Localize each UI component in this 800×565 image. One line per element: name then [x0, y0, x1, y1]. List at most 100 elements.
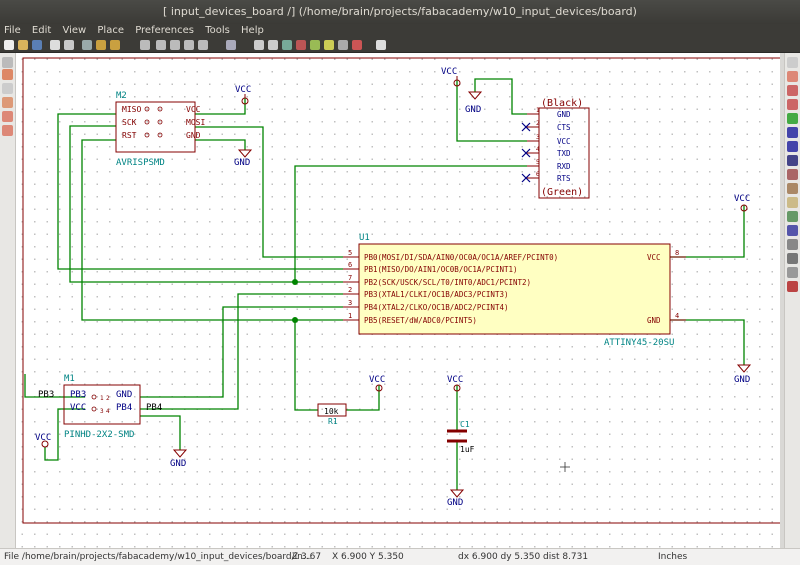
zoom-out-icon[interactable]: [170, 40, 180, 50]
pcbnew-icon[interactable]: [352, 40, 362, 50]
open-icon[interactable]: [18, 40, 28, 50]
u1-pin-vcc: VCC: [647, 253, 661, 262]
vcc-label: VCC: [734, 194, 750, 204]
m2-pin-gnd: GND: [186, 131, 201, 140]
status-bar: File /home/brain/projects/fabacademy/w10…: [0, 548, 800, 565]
zoom-refresh-icon[interactable]: [184, 40, 194, 50]
m1-pin-pb3: PB3: [70, 390, 86, 400]
u1-chip: U1 ATTINY45-20SU 5 6 7 2 3 1 PB0(MOSI/DI…: [343, 233, 686, 348]
ftdi-pin-txd: TXD: [557, 149, 571, 158]
save-icon[interactable]: [32, 40, 42, 50]
m1-ref: M1: [64, 374, 75, 384]
u1-pin-pb0: PB0(MOSI/DI/SDA/AIN0/OC0A/OC1A/AREF/PCIN…: [364, 253, 558, 262]
m2-pin-sck: SCK: [122, 118, 137, 127]
crosshair-cursor: [560, 462, 570, 472]
m1-pin-num: 3: [100, 408, 104, 415]
back-icon[interactable]: [376, 40, 386, 50]
print-icon[interactable]: [82, 40, 92, 50]
menu-view[interactable]: View: [62, 25, 87, 36]
zoom-in-icon[interactable]: [156, 40, 166, 50]
r1-value: 10k: [324, 407, 339, 416]
ftdi-top-label: (Black): [541, 98, 583, 109]
ftdi-pin-num: 3: [536, 134, 540, 141]
grid-icon[interactable]: [2, 57, 13, 68]
m1-pin-num: 4: [106, 408, 110, 415]
hier-label-icon[interactable]: [787, 183, 798, 194]
browse-icon[interactable]: [268, 40, 278, 50]
sheet-icon[interactable]: [787, 197, 798, 208]
paste-icon[interactable]: [64, 40, 74, 50]
vertical-scrollbar[interactable]: [780, 53, 784, 548]
bus-icon[interactable]: [787, 127, 798, 138]
u1-pin-num: 7: [348, 274, 352, 282]
hierarchy-icon[interactable]: [226, 40, 236, 50]
label-icon[interactable]: [787, 155, 798, 166]
component-icon[interactable]: [787, 85, 798, 96]
netlist-icon[interactable]: [310, 40, 320, 50]
ftdi-pin-num: 5: [536, 159, 540, 166]
sheet-icon[interactable]: [50, 40, 60, 50]
m1-pin-num: 2: [106, 395, 110, 402]
mm-icon[interactable]: [2, 83, 13, 94]
hidden-pins-icon[interactable]: [2, 111, 13, 122]
text-icon[interactable]: [787, 239, 798, 250]
gnd-label: GND: [465, 105, 481, 115]
u1-pin-num: 6: [348, 261, 352, 269]
schematic-canvas[interactable]: M2 AVRISPSMD MISO SCK RST VCC MOSI GND U…: [16, 53, 784, 548]
zoom-fit-icon[interactable]: [198, 40, 208, 50]
m1-pin-num: 1: [100, 395, 104, 402]
inches-icon[interactable]: [2, 69, 13, 80]
junction-dot: [292, 317, 298, 323]
highlight-icon[interactable]: [787, 71, 798, 82]
status-file: File /home/brain/projects/fabacademy/w10…: [4, 552, 312, 562]
u1-pin-pb2: PB2(SCK/USCK/SCL/T0/INT0/ADC1/PCINT2): [364, 278, 531, 287]
menu-help[interactable]: Help: [241, 25, 264, 36]
main-toolbar: [0, 38, 800, 53]
menu-edit[interactable]: Edit: [31, 25, 52, 36]
select-icon[interactable]: [787, 57, 798, 68]
m1-pin-gnd: GND: [116, 390, 132, 400]
line-icon[interactable]: [787, 253, 798, 264]
noconnect-icon[interactable]: [787, 225, 798, 236]
m2-pin-miso: MISO: [122, 105, 141, 114]
menu-place[interactable]: Place: [97, 25, 124, 36]
vcc-symbols: [41, 76, 748, 448]
u1-pin-pb4: PB4(XTAL2/CLKO/OC1B/ADC2/PCINT4): [364, 303, 509, 312]
u1-pin-pb5: PB5(RESET/dW/ADC0/PCINT5): [364, 316, 477, 325]
image-icon[interactable]: [787, 267, 798, 278]
redo-icon[interactable]: [110, 40, 120, 50]
cvpcb-icon[interactable]: [338, 40, 348, 50]
gnd-label: GND: [234, 158, 250, 168]
m2-pin-vcc: VCC: [186, 105, 201, 114]
bom-icon[interactable]: [324, 40, 334, 50]
search-icon[interactable]: [140, 40, 150, 50]
u1-pin-num: 1: [348, 312, 352, 320]
net-label-pb3: PB3: [38, 390, 54, 400]
cursor-icon[interactable]: [2, 97, 13, 108]
menu-tools[interactable]: Tools: [205, 25, 230, 36]
entry-icon[interactable]: [787, 141, 798, 152]
m2-value: AVRISPSMD: [116, 158, 165, 168]
annotate-icon[interactable]: [282, 40, 292, 50]
wire-direction-icon[interactable]: [2, 125, 13, 136]
erc-icon[interactable]: [296, 40, 306, 50]
global-label-icon[interactable]: [787, 169, 798, 180]
delete-icon[interactable]: [787, 281, 798, 292]
junction-icon[interactable]: [787, 211, 798, 222]
u1-pin-pb1: PB1(MISO/DO/AIN1/OC0B/OC1A/PCINT1): [364, 265, 518, 274]
ftdi-pin-num: 2: [536, 120, 540, 127]
library-icon[interactable]: [254, 40, 264, 50]
u1-pin-num: 3: [348, 299, 352, 307]
c1-ref: C1: [460, 420, 470, 429]
m2-connector: M2 AVRISPSMD MISO SCK RST VCC MOSI GND: [115, 91, 205, 168]
right-toolbar: [784, 53, 800, 548]
new-icon[interactable]: [4, 40, 14, 50]
schematic-drawing: M2 AVRISPSMD MISO SCK RST VCC MOSI GND U…: [22, 57, 784, 524]
u1-pin-num-vcc: 8: [675, 249, 679, 257]
menu-file[interactable]: File: [4, 25, 21, 36]
power-icon[interactable]: [787, 99, 798, 110]
undo-icon[interactable]: [96, 40, 106, 50]
u1-pin-gnd: GND: [647, 316, 661, 325]
wire-icon[interactable]: [787, 113, 798, 124]
menu-preferences[interactable]: Preferences: [135, 25, 195, 36]
